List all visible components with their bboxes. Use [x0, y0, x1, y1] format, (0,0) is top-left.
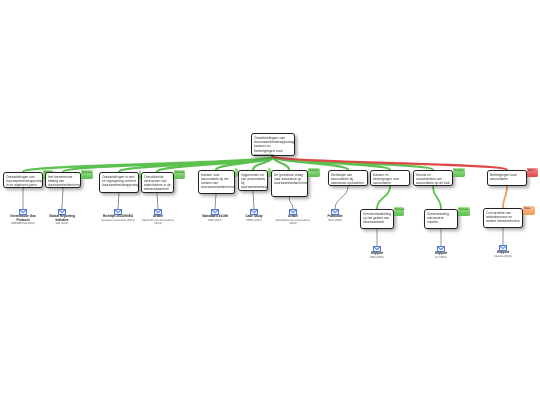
topic-text: Ontwikkelingen van duurzaamheidsrapporta… [6, 174, 43, 187]
topic-11[interactable]: Bedreigingen voor accountants [487, 170, 527, 186]
topic-text: Kansen en bedreigingen voor accountants [373, 172, 400, 185]
branch-connector [271, 154, 509, 172]
subtopic-text: Samenwerking met andere experts [427, 211, 449, 224]
link-icon [19, 209, 27, 215]
subtopic-3[interactable]: Concurrentie van adviesbureaus en andere… [483, 208, 523, 228]
topic-tag [235, 168, 238, 177]
topic-text: Werkwijze van accountants bij assurance-… [331, 172, 364, 185]
subtopic-1[interactable]: Kennisontwikkeling op het gebied van duu… [360, 209, 394, 229]
sub-branch-connector [502, 185, 508, 209]
topic-5[interactable]: Kansen voor accountants bij het toetsen … [198, 170, 235, 194]
root-node-text: Ontwikkelingen van duurzaamheidsrapporta… [254, 135, 295, 156]
link-icon [437, 246, 445, 252]
link-icon [331, 209, 339, 215]
topic-text: Onvoldoende vertrouwen van stakeholders … [144, 174, 171, 193]
source-ref[interactable]: Artikel Tijdschrift voor Accountancy (20… [140, 209, 176, 225]
topic-tag: Risico [527, 168, 538, 177]
topic-8[interactable]: Werkwijze van accountants bij assurance-… [328, 170, 368, 186]
source-ref[interactable]: Artikel Maandblad voor Accountancy (2018… [275, 209, 311, 225]
subtopic-tag: Risico [523, 206, 535, 215]
topic-tag: Motivatie [174, 170, 185, 179]
topic-6[interactable]: Opgenomen rol van accountants bij duurza… [238, 170, 268, 191]
source-ref[interactable]: Greenhouse Gas Protocol WRI/WBCSD (2004) [5, 209, 41, 225]
topic-3[interactable]: Ontwikkelingen in wet- en regelgeving om… [99, 172, 139, 193]
topic-7[interactable]: De groeiende vraag naar assurance op duu… [271, 170, 308, 197]
topic-tag: Motivatie [308, 168, 320, 177]
subtopic-2[interactable]: Samenwerking met andere experts [424, 209, 458, 229]
link-icon [58, 209, 66, 215]
sub-branch-connector [432, 185, 442, 210]
source-ref[interactable]: Case Study KPMG (2017) [236, 209, 272, 222]
source-connector [334, 185, 349, 210]
link-icon [289, 209, 297, 215]
link-icon [373, 246, 381, 252]
subtopic-tag: Motivatie [458, 207, 470, 216]
topic-text: Bedreigingen voor accountants [490, 172, 517, 181]
link-icon [114, 209, 122, 215]
source-ref[interactable]: Richtlijn 2014/95/EU Europese Commissie … [100, 209, 136, 222]
topic-1[interactable]: Ontwikkelingen van duurzaamheidsrapporta… [3, 172, 43, 188]
source-ref[interactable]: Standaard 3410N NBA (2014) [197, 209, 233, 222]
source-connector [156, 192, 159, 210]
topic-text: Het toenemende belang van duurzaamheidsi… [48, 174, 81, 188]
subtopic-text: Kennisontwikkeling op het gebied van duu… [363, 211, 392, 224]
source-connector [61, 187, 64, 210]
link-icon [250, 209, 258, 215]
sub-branch-connector [376, 185, 391, 210]
source-ref[interactable]: Publicatie IFAC (2015) [317, 209, 353, 222]
topic-text: Opgenomen rol van accountants bij duurza… [241, 172, 267, 189]
topic-tag [139, 170, 141, 179]
root-node[interactable]: Ontwikkelingen van duurzaamheidsrapporta… [251, 133, 295, 156]
source-ref[interactable]: Rapport NBA (2018) [359, 246, 395, 259]
link-icon [154, 209, 162, 215]
source-ref[interactable]: Rapport Deloitte (2019) [485, 245, 521, 258]
subtopic-tag: Motivatie [394, 207, 405, 216]
topic-tag: Motivatie [81, 170, 93, 179]
source-ref[interactable]: Rapport EY (2016) [423, 246, 459, 259]
source-connector [214, 193, 217, 210]
topic-text: Ontwikkelingen in wet- en regelgeving om… [102, 174, 139, 187]
topic-4[interactable]: Onvoldoende vertrouwen van stakeholders … [141, 172, 174, 193]
link-icon [499, 245, 507, 251]
subtopic-text: Concurrentie van adviesbureaus en andere… [486, 210, 520, 223]
source-connector [288, 196, 294, 210]
topic-2[interactable]: Het toenemende belang van duurzaamheidsi… [45, 172, 81, 188]
source-connector [252, 190, 255, 210]
source-ref[interactable]: Global Reporting Initiative GRI (2016) [44, 209, 80, 225]
topic-9[interactable]: Kansen en bedreigingen voor accountants [370, 170, 410, 186]
link-icon [211, 209, 219, 215]
topic-tag: Motivatie [453, 168, 465, 177]
topic-10[interactable]: Kennis en competenties van accountants o… [413, 170, 453, 186]
topic-text: Kennis en competenties van accountants o… [416, 172, 450, 185]
source-connector [117, 192, 120, 210]
topic-text: De groeiende vraag naar assurance op duu… [274, 172, 308, 185]
topic-tag [268, 168, 271, 177]
topic-text: Kansen voor accountants bij het toetsen … [201, 172, 235, 189]
